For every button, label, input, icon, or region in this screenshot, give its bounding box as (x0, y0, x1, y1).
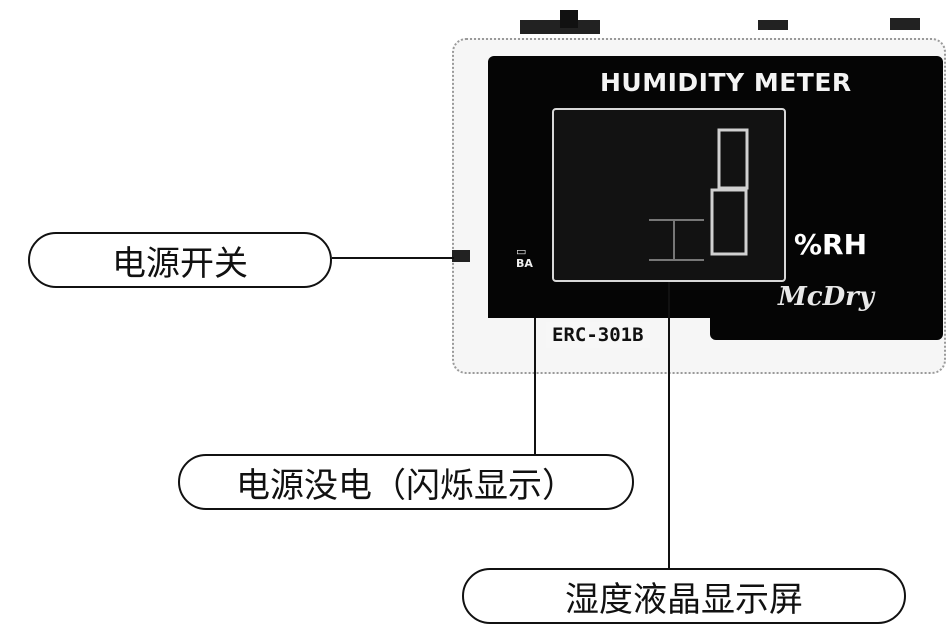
battery-indicator-label: BA (516, 257, 533, 270)
meter-face-lower-strip (488, 300, 710, 318)
model-number: ERC-301B (546, 322, 650, 348)
meter-face-lower-tab (710, 280, 943, 340)
lcd-leader-line (668, 282, 670, 568)
callout-lcd-display: 湿度液晶显示屏 (462, 568, 906, 624)
meter-title: HUMIDITY METER (600, 68, 852, 97)
power-switch[interactable] (452, 250, 470, 262)
lcd-digit (649, 128, 749, 261)
lcd-screen (552, 108, 786, 282)
power-switch-leader-line (332, 257, 454, 259)
callout-power-switch: 电源开关 (28, 232, 332, 288)
unit-label: %RH (794, 228, 868, 261)
battery-leader-line (534, 318, 536, 456)
callout-low-battery: 电源没电（闪烁显示） (178, 454, 634, 510)
brand-logo: McDry (778, 282, 874, 312)
device-top-edge (520, 10, 920, 34)
low-battery-indicator: ▭ BA (516, 246, 533, 270)
battery-icon: ▭ (516, 245, 527, 258)
